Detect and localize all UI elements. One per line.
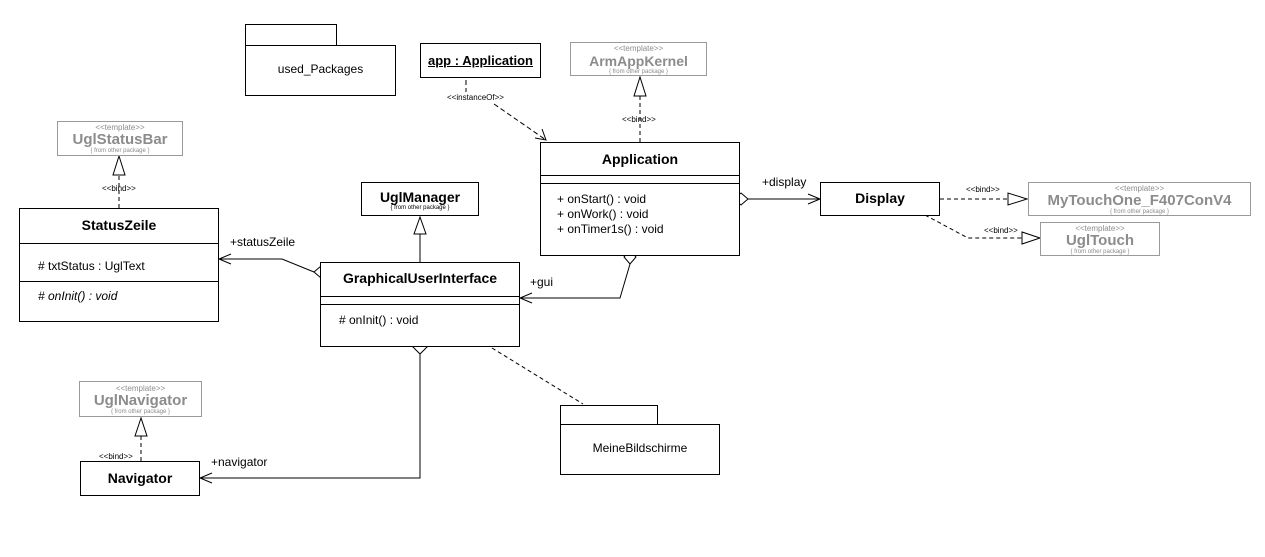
package-meine-tab bbox=[560, 405, 658, 425]
application-name: Application bbox=[541, 143, 739, 176]
statusbar-source: { from other package } bbox=[90, 148, 150, 154]
navigator-stereotype: <<template>> bbox=[115, 384, 166, 393]
gui-operations: # onInit() : void bbox=[321, 305, 519, 328]
ugl-navigator-template: <<template>> UglNavigator { from other p… bbox=[79, 381, 202, 417]
association-gui bbox=[520, 263, 631, 299]
mytouch-stereotype: <<template>> bbox=[1114, 184, 1165, 193]
gui-class: GraphicalUserInterface # onInit() : void bbox=[320, 262, 520, 347]
gui-role-label: +gui bbox=[530, 275, 554, 289]
app-instance: app : Application bbox=[420, 43, 541, 78]
association-navigator-arrow bbox=[198, 472, 213, 484]
navigator-name: Navigator bbox=[107, 470, 173, 486]
display-role-label: +display bbox=[762, 175, 807, 189]
statuszeile-attribute: # txtStatus : UglText bbox=[38, 259, 145, 273]
application-operation: + onTimer1s() : void bbox=[557, 222, 664, 236]
navigator-role-label: +navigator bbox=[211, 455, 268, 469]
gui-operation: # onInit() : void bbox=[339, 313, 419, 327]
association-navigator bbox=[200, 354, 421, 479]
statuszeile-operation: # onInit() : void bbox=[38, 289, 118, 303]
ugltouch-stereotype: <<template>> bbox=[1075, 224, 1125, 233]
bind-label-arm: <<bind>> bbox=[622, 115, 656, 124]
ugltouch-source: { from other package } bbox=[1070, 249, 1130, 255]
application-class: Application + onStart() : void + onWork(… bbox=[540, 142, 740, 256]
realize-arrowhead-arm bbox=[633, 75, 647, 97]
statuszeile-operations: # onInit() : void bbox=[20, 282, 218, 304]
gui-name: GraphicalUserInterface bbox=[321, 263, 519, 297]
generalization-arrowhead-manager bbox=[413, 215, 427, 235]
mytouch-template: <<template>> MyTouchOne_F407ConV4 { from… bbox=[1028, 182, 1251, 216]
bind-label-mytouch: <<bind>> bbox=[966, 185, 1000, 194]
bind-connector-ugltouch bbox=[924, 214, 1022, 239]
display-class: Display bbox=[820, 182, 940, 216]
package-meine-label: MeineBildschirme bbox=[592, 441, 688, 455]
instance-of-connector-2 bbox=[493, 103, 547, 141]
realize-arrowhead-statusbar bbox=[112, 154, 126, 176]
association-statuszeile-arrow bbox=[217, 253, 232, 265]
ugl-manager-source: { from other package } bbox=[390, 205, 450, 211]
statuszeile-role-label: +statusZeile bbox=[230, 235, 296, 249]
statuszeile-name: StatusZeile bbox=[20, 209, 218, 244]
instance-of-label: <<instanceOf>> bbox=[447, 93, 504, 102]
ugl-manager: UglManager { from other package } bbox=[361, 182, 479, 216]
navigator-template-name: UglNavigator bbox=[93, 392, 188, 409]
mytouch-source: { from other package } bbox=[1109, 209, 1170, 215]
bind-label-statusbar: <<bind>> bbox=[102, 184, 136, 193]
ugl-manager-name: UglManager bbox=[379, 189, 461, 205]
association-statuszeile bbox=[219, 258, 315, 273]
arm-name: ArmAppKernel bbox=[589, 53, 688, 69]
statuszeile-attributes: # txtStatus : UglText bbox=[20, 244, 218, 282]
ugl-status-bar-template: <<template>> UglStatusBar { from other p… bbox=[57, 121, 183, 156]
statusbar-name: UglStatusBar bbox=[72, 131, 168, 148]
navigator-class: Navigator bbox=[80, 461, 200, 496]
application-operation: + onStart() : void bbox=[557, 192, 647, 206]
arm-app-kernel-template: <<template>> ArmAppKernel { from other p… bbox=[570, 42, 707, 76]
association-gui-arrow bbox=[518, 292, 533, 304]
package-used-label: used_Packages bbox=[277, 62, 364, 76]
mytouch-name: MyTouchOne_F407ConV4 bbox=[1047, 192, 1232, 209]
bind-label-navigator: <<bind>> bbox=[99, 452, 133, 461]
bind-label-ugltouch: <<bind>> bbox=[984, 226, 1018, 235]
app-instance-label: app : Application bbox=[428, 53, 533, 68]
gui-attribute-compartment bbox=[321, 297, 519, 305]
package-meinebildschirme: MeineBildschirme bbox=[560, 424, 720, 475]
ugl-touch-template: <<template>> UglTouch { from other packa… bbox=[1040, 222, 1160, 256]
package-used-tab bbox=[245, 24, 337, 46]
realize-arrowhead-ugltouch bbox=[1021, 231, 1042, 245]
dependency-meinebildschirme bbox=[491, 347, 584, 405]
instance-of-arrowhead bbox=[534, 128, 547, 141]
package-used: used_Packages bbox=[245, 45, 396, 96]
realize-arrowhead-mytouch bbox=[1007, 192, 1029, 206]
statusbar-stereotype: <<template>> bbox=[95, 123, 145, 132]
application-attribute-compartment bbox=[541, 176, 739, 184]
application-operation: + onWork() : void bbox=[557, 207, 649, 221]
statuszeile-class: StatusZeile # txtStatus : UglText # onIn… bbox=[19, 208, 219, 322]
application-operations: + onStart() : void + onWork() : void + o… bbox=[541, 184, 739, 237]
realize-arrowhead-navigator bbox=[134, 416, 148, 437]
arm-source: { from other package } bbox=[608, 69, 669, 75]
arm-stereotype: <<template>> bbox=[613, 44, 664, 53]
ugltouch-name: UglTouch bbox=[1065, 232, 1135, 249]
navigator-template-source: { from other package } bbox=[110, 409, 171, 415]
display-name: Display bbox=[855, 190, 905, 206]
